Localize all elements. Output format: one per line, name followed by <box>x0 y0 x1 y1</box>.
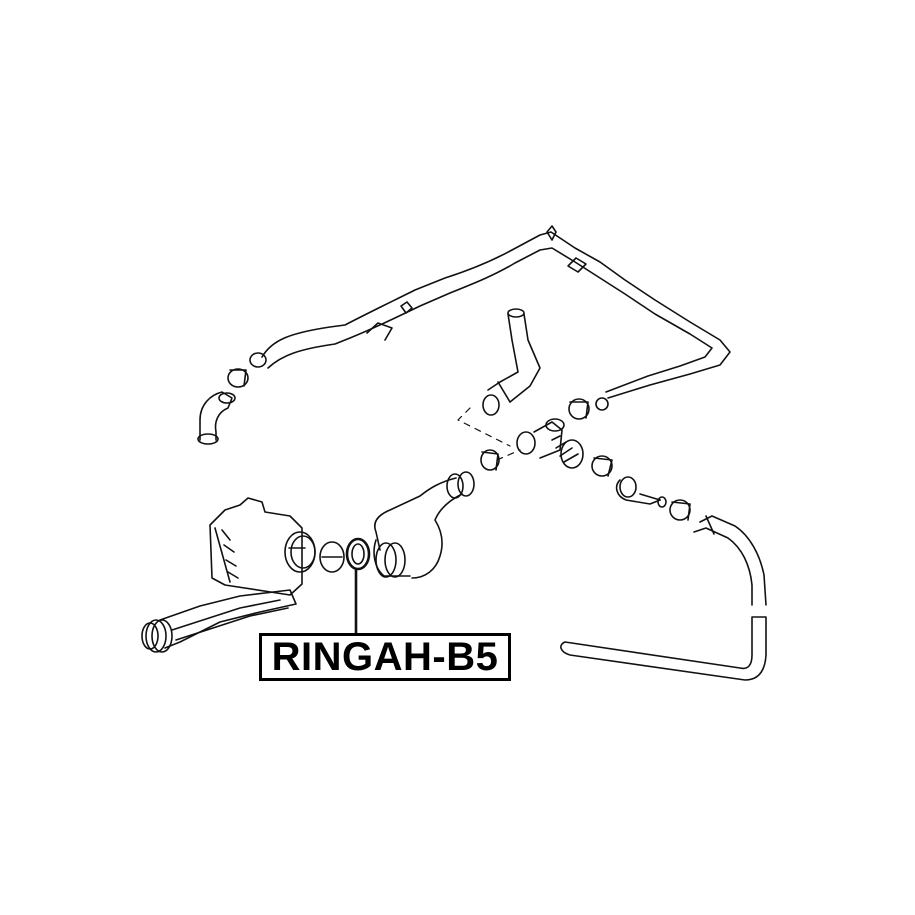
hose-clamps-center <box>480 397 613 477</box>
corrugated-connector <box>551 435 584 469</box>
upper-vent-pipe <box>261 225 731 399</box>
o-ring <box>345 537 371 571</box>
assembly-guide-lines <box>457 407 521 461</box>
hose-clamp-left <box>227 368 249 388</box>
intake-hose <box>373 471 475 579</box>
hose-clamp-right <box>669 499 691 521</box>
t-connector <box>516 418 565 459</box>
short-elbow-hose <box>197 352 267 445</box>
lower-vent-hose <box>560 515 767 681</box>
part-number-text: RINGAH-B5 <box>271 635 499 679</box>
part-number-callout: RINGAH-B5 <box>259 633 511 681</box>
seal-ring <box>319 541 345 573</box>
upright-elbow-hose <box>482 308 541 416</box>
pcv-valve <box>615 476 667 508</box>
intake-duct <box>141 589 297 653</box>
air-filter-housing <box>209 497 316 596</box>
